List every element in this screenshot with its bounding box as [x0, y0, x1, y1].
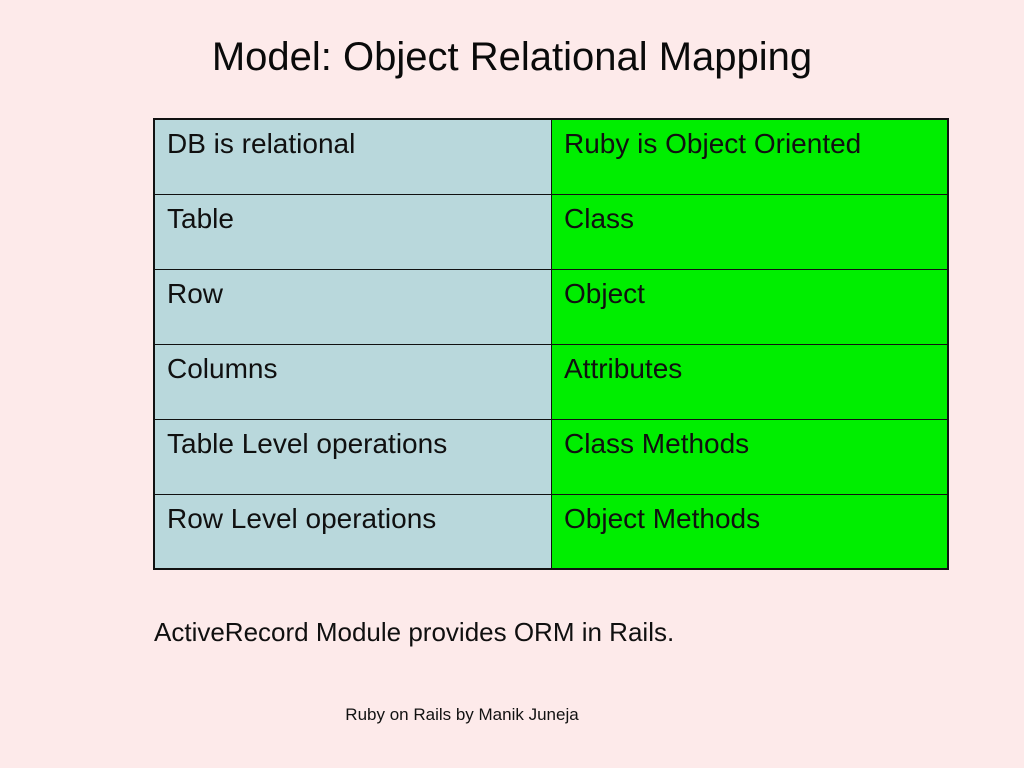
table-cell-ruby: Class Methods	[551, 418, 949, 495]
table-row: DB is relational Ruby is Object Oriented	[153, 118, 949, 195]
footer-credit: Ruby on Rails by Manik Juneja	[345, 705, 579, 724]
table-cell-db: Table Level operations	[153, 418, 552, 495]
table-cell-ruby: Class	[551, 193, 949, 270]
table-cell-db: Columns	[153, 343, 552, 420]
table-cell-ruby: Object	[551, 268, 949, 345]
orm-mapping-table: DB is relational Ruby is Object Oriented…	[153, 118, 949, 570]
page-title: Model: Object Relational Mapping	[211, 35, 813, 79]
table-body: DB is relational Ruby is Object Oriented…	[153, 118, 949, 570]
table-row: Row Level operations Object Methods	[153, 493, 949, 570]
table-row: Table Level operations Class Methods	[153, 418, 949, 495]
table-row: Row Object	[153, 268, 949, 345]
table-cell-db: Row Level operations	[153, 493, 552, 570]
table-cell-db: Row	[153, 268, 552, 345]
table-cell-ruby: Attributes	[551, 343, 949, 420]
caption-text: ActiveRecord Module provides ORM in Rail…	[154, 617, 675, 647]
table-cell-db: Table	[153, 193, 552, 270]
table-row: Columns Attributes	[153, 343, 949, 420]
table-cell-ruby: Ruby is Object Oriented	[551, 118, 949, 195]
table-cell-ruby: Object Methods	[551, 493, 949, 570]
table-cell-db: DB is relational	[153, 118, 552, 195]
table-row: Table Class	[153, 193, 949, 270]
